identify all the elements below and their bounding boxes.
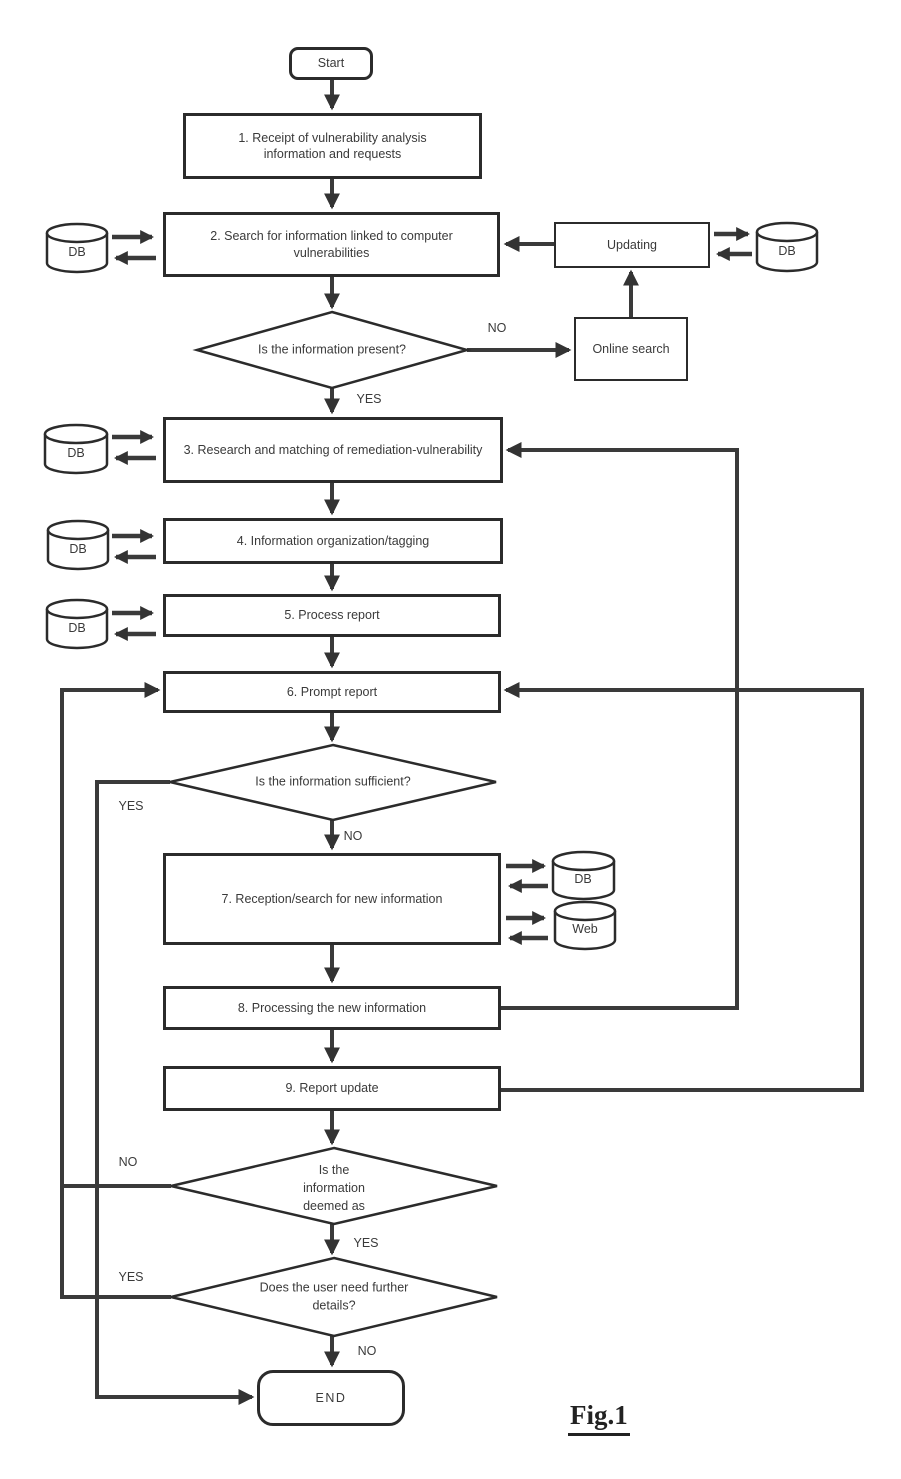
decision-sufficient-label: Is the information sufficient? <box>255 774 411 789</box>
diamond-further-details <box>170 1256 498 1338</box>
node-step5-label: 5. Process report <box>284 608 380 623</box>
node-step8: 8. Processing the new information <box>163 986 501 1030</box>
store-exchange-arrows <box>112 227 752 945</box>
feedback-step9-to-step6 <box>501 682 864 1092</box>
node-step4: 4. Information organization/tagging <box>163 518 503 564</box>
node-step5: 5. Process report <box>163 594 501 637</box>
decision-shapes <box>169 310 498 1338</box>
edge-label-no-sufficient: NO <box>343 829 363 843</box>
edge-label-yes-present: YES <box>356 392 382 406</box>
diamond-information-present <box>192 310 472 390</box>
db-label-step2: DB <box>68 245 86 259</box>
decision-details-label: Does the user need further details? <box>259 1280 409 1313</box>
node-updating: Updating <box>554 222 710 268</box>
db-cylinder-step4 <box>46 519 110 571</box>
node-step2-label: 2. Search for information linked to comp… <box>210 229 453 260</box>
flow-arrows <box>60 80 864 1405</box>
db-label-step3: DB <box>67 446 85 460</box>
db-label-updating: DB <box>778 244 796 258</box>
edge-label-yes-sufficient: YES <box>118 799 144 813</box>
decision-deemed-label: Is the information deemed as <box>303 1162 365 1214</box>
db-cylinder-updating <box>755 221 819 273</box>
node-online-search-label: Online search <box>592 341 670 356</box>
node-start-label: Start <box>317 56 345 71</box>
node-step6-label: 6. Prompt report <box>286 684 378 699</box>
db-cylinder-step7 <box>551 850 616 901</box>
db-label-step7: DB <box>574 872 592 886</box>
decision-present-label: Is the information present? <box>258 342 406 357</box>
node-online-search: Online search <box>574 317 688 381</box>
edge-label-yes-details: YES <box>118 1270 144 1284</box>
edge-label-yes-deemed: YES <box>353 1236 379 1250</box>
node-start: Start <box>289 47 373 80</box>
node-step3-label: 3. Research and matching of remediation-… <box>183 442 483 457</box>
node-step8-label: 8. Processing the new information <box>237 1000 427 1015</box>
db-label-step4: DB <box>69 542 87 556</box>
feedback-left-to-step6 <box>60 682 171 1299</box>
node-step9-label: 9. Report update <box>285 1081 379 1096</box>
diamond-information-sufficient <box>169 743 497 822</box>
node-step1: 1. Receipt of vulnerability analysis inf… <box>183 113 482 179</box>
node-step9: 9. Report update <box>163 1066 501 1111</box>
diamond-information-deemed <box>170 1146 498 1226</box>
edge-label-no-details: NO <box>357 1344 377 1358</box>
datastore-shapes <box>43 221 819 951</box>
node-step3: 3. Research and matching of remediation-… <box>163 417 503 483</box>
node-end-label: END <box>315 1390 347 1405</box>
node-step2: 2. Search for information linked to comp… <box>163 212 500 277</box>
node-step1-label: 1. Receipt of vulnerability analysis inf… <box>238 130 427 161</box>
node-updating-label: Updating <box>606 237 658 252</box>
node-step4-label: 4. Information organization/tagging <box>236 533 430 548</box>
db-label-step5: DB <box>68 621 86 635</box>
db-cylinder-step5 <box>45 598 109 650</box>
feedback-yes-to-end <box>95 780 255 1405</box>
edge-label-no-present: NO <box>487 321 507 335</box>
web-cylinder-step7 <box>553 900 617 951</box>
edge-label-no-deemed: NO <box>118 1155 138 1169</box>
node-end: END <box>257 1370 405 1426</box>
node-step6: 6. Prompt report <box>163 671 501 713</box>
db-cylinder-step3 <box>43 423 109 475</box>
node-step7-label: 7. Reception/search for new information <box>221 891 443 906</box>
db-cylinder-step2 <box>45 222 109 274</box>
web-label-step7: Web <box>572 922 598 936</box>
figure-caption: Fig.1 <box>568 1400 630 1436</box>
node-step7: 7. Reception/search for new information <box>163 853 501 945</box>
feedback-step8-to-step3 <box>501 442 739 1010</box>
